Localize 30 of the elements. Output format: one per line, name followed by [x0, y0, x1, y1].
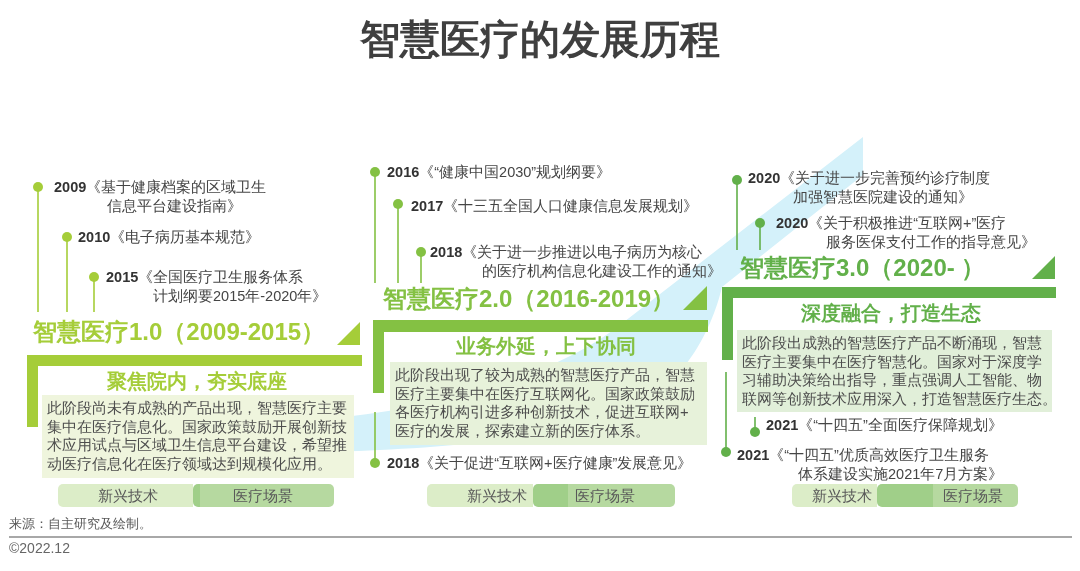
tag-pill: 医疗场景	[877, 484, 1018, 507]
description-box: 此阶段出成熟的智慧医疗产品不断涌现，智慧医疗主要集中在医疗智慧化。国家对于深度学习辅助决策给出指导，重点强调人工智能、物联网等创新技术应用深入，打造智慧医疗生态。	[737, 330, 1052, 412]
tag-pill: 新兴技术	[792, 484, 877, 507]
policy-item: 2009《基于健康档案的区域卫生信息平台建设指南》	[54, 178, 267, 216]
tag-pill: 医疗场景	[533, 484, 675, 507]
tag-pill: 新兴技术	[427, 484, 533, 507]
policy-item: 2016《“健康中国2030”规划纲要》	[387, 163, 612, 182]
policy-item: 2021《“十四五”全面医疗保障规划》	[766, 416, 1003, 435]
policy-item: 2015《全国医疗卫生服务体系计划纲要2015年-2020年》	[106, 268, 328, 306]
policy-item: 2017《十三五全国人口健康信息发展规划》	[411, 197, 699, 216]
stage-heading: 智慧医疗1.0（2009-2015）	[33, 317, 326, 347]
policy-item: 2021《“十四五”优质高效医疗卫生服务体系建设实施2021年7月方案》	[737, 446, 1004, 484]
policy-item: 2010《电子病历基本规范》	[78, 228, 261, 247]
policy-item: 2020《关于进一步完善预约诊疗制度加强智慧医院建设的通知》	[748, 169, 991, 207]
stage-subtitle: 聚焦院内，夯实底座	[107, 369, 287, 393]
stage-heading: 智慧医疗3.0（2020- ）	[740, 253, 986, 283]
description-box: 此阶段尚未有成熟的产品出现，智慧医疗主要集中在医疗信息化。国家政策鼓励开展创新技术应用试点与区域卫生信息平台建设，希望推动医疗信息化在医疗领域达到规模化应用。	[42, 395, 354, 478]
stage-subtitle: 深度融合，打造生态	[801, 301, 981, 325]
stage-subtitle: 业务外延，上下协同	[456, 334, 636, 358]
policy-item: 2018《关于促进“互联网+医疗健康”发展意见》	[387, 454, 693, 473]
copyright-note: ©2022.12	[9, 540, 70, 557]
policy-item: 2020《关于积极推进“互联网+”医疗服务医保支付工作的指导意见》	[776, 214, 1036, 252]
stage-bracket	[373, 284, 708, 445]
tag-pill: 医疗场景	[193, 484, 334, 507]
source-note: 来源：自主研究及绘制。	[9, 516, 152, 532]
page-title: 智慧医疗的发展历程	[360, 16, 720, 62]
policy-item: 2018《关于进一步推进以电子病历为核心的医疗机构信息化建设工作的通知》	[430, 243, 722, 281]
description-box: 此阶段出现了较为成熟的智慧医疗产品，智慧医疗主要集中在医疗互联网化。国家政策鼓励各医疗机构引进多种创新技术，促进互联网+医疗的发展，探索建立新的医疗体系。	[390, 362, 707, 445]
stage-heading: 智慧医疗2.0（2016-2019）	[383, 284, 676, 314]
tag-pill: 新兴技术	[58, 484, 193, 507]
